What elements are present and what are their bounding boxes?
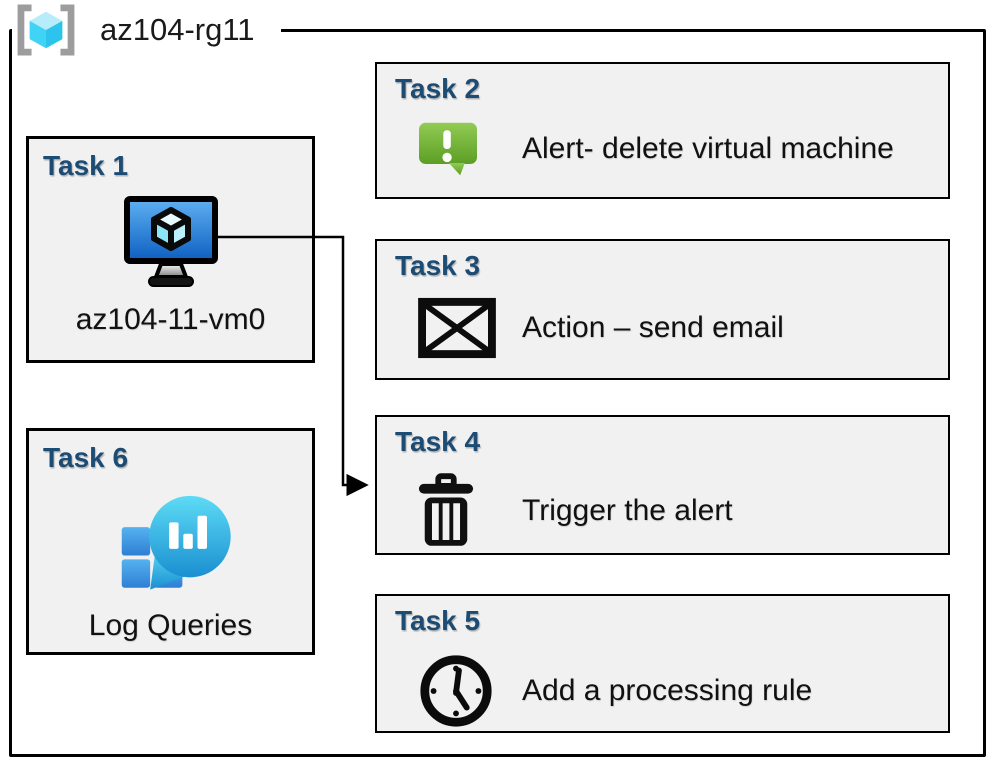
task-2-label: Alert- delete virtual machine bbox=[522, 132, 894, 165]
task-6-title: Task 6 bbox=[43, 442, 129, 473]
alert-chat-icon bbox=[417, 120, 522, 178]
task-5-label: Add a processing rule bbox=[522, 674, 813, 707]
task-3-title: Task 3 bbox=[395, 250, 481, 281]
resource-group-boundary bbox=[9, 29, 986, 757]
resource-group-title: az104-rg11 bbox=[100, 12, 255, 47]
task-5-title: Task 5 bbox=[395, 605, 481, 636]
virtual-machine-icon bbox=[123, 195, 219, 289]
task-1-title: Task 1 bbox=[43, 150, 129, 181]
task-1-box: Task 1 bbox=[26, 136, 315, 363]
task-4-title: Task 4 bbox=[395, 426, 481, 457]
resource-group-icon bbox=[17, 4, 75, 56]
task-4-box: Task 4 Trigger the alert bbox=[375, 415, 950, 555]
clock-icon bbox=[417, 652, 522, 730]
log-analytics-icon bbox=[108, 493, 234, 601]
task-3-box: Task 3 Action – send email bbox=[375, 239, 950, 380]
task-5-box: Task 5 Add a processing rule bbox=[375, 594, 950, 733]
task-6-label: Log Queries bbox=[88, 609, 253, 642]
email-envelope-icon bbox=[417, 297, 522, 359]
task-2-box: Task 2 Alert- delete virtual machine bbox=[375, 62, 950, 199]
task-3-label: Action – send email bbox=[522, 311, 784, 344]
task-6-box: Task 6 bbox=[26, 428, 315, 655]
trash-icon bbox=[417, 473, 522, 549]
resource-group-header: az104-rg11 bbox=[12, 2, 281, 58]
task-1-label: az104-11-vm0 bbox=[75, 303, 266, 336]
task-2-title: Task 2 bbox=[395, 73, 481, 104]
task-4-label: Trigger the alert bbox=[522, 494, 733, 527]
